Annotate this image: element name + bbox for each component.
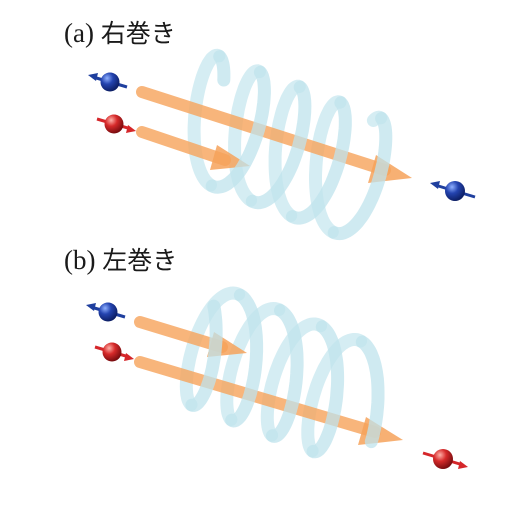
panel-a-title: 右巻き [100, 19, 176, 48]
panel-b-title: 左巻き [102, 246, 178, 275]
red-electron-spin-icon [94, 342, 134, 362]
panel-b-letter: (b) [64, 245, 96, 275]
panel-b-label: (b) 左巻き [64, 247, 177, 274]
blue-electron-spin-icon [86, 302, 126, 322]
blue-electron-spin-icon [430, 181, 476, 201]
panel-b-left-handed [86, 286, 468, 469]
panel-a-right-handed [88, 48, 476, 241]
helix-right-handed-front [205, 50, 393, 241]
red-electron-spin-icon [422, 449, 468, 469]
panel-a-letter: (a) [64, 18, 94, 48]
red-electron-spin-icon [96, 114, 136, 134]
helix-left-handed-front [185, 288, 385, 459]
panel-a-label: (a) 右巻き [64, 20, 176, 47]
blue-electron-spin-icon [88, 72, 128, 92]
